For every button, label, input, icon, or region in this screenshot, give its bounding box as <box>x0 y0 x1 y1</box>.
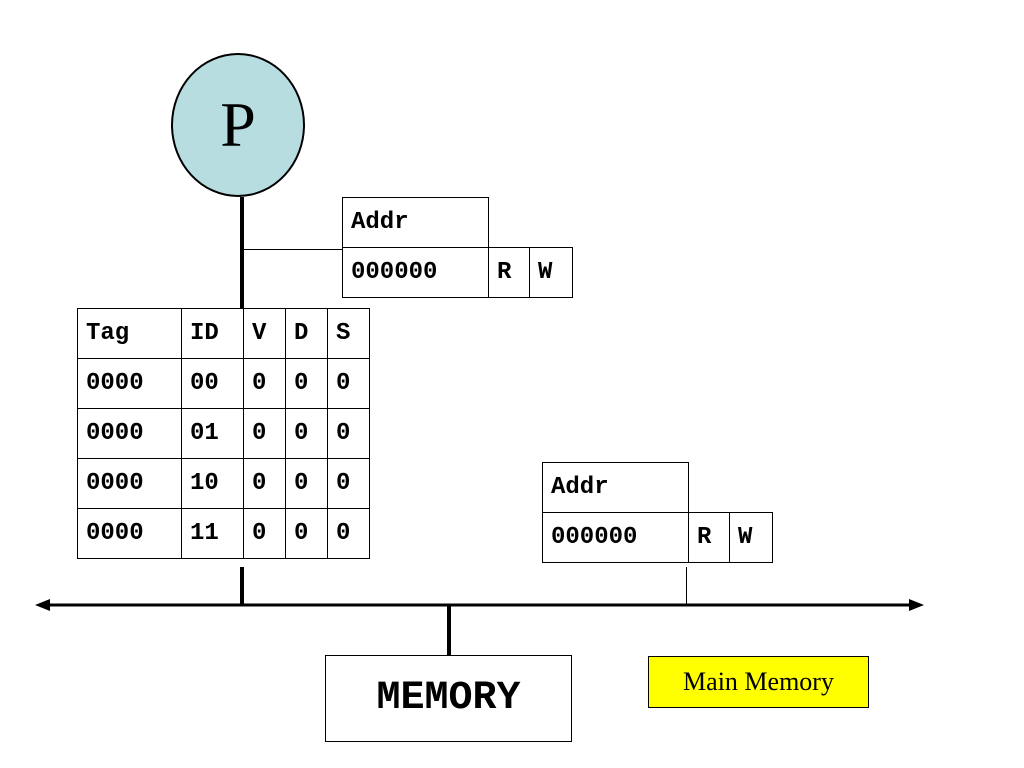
table-row: 0000 01 0 0 0 <box>77 408 370 459</box>
addr-value: 000000 <box>542 512 689 563</box>
tag-cell: 0000 <box>77 408 182 459</box>
shared-cell: 0 <box>327 508 370 559</box>
dirty-cell: 0 <box>285 508 328 559</box>
tag-cell: 0000 <box>77 358 182 409</box>
cache-table: Tag ID V D S 0000 00 0 0 0 0000 01 0 0 0… <box>77 308 370 559</box>
addr-header: Addr <box>542 462 689 513</box>
system-bus <box>35 599 924 611</box>
dirty-cell: 0 <box>285 458 328 509</box>
valid-cell: 0 <box>243 358 286 409</box>
processor-label: P <box>220 89 256 160</box>
tag-header: Tag <box>77 308 182 359</box>
valid-cell: 0 <box>243 508 286 559</box>
dirty-cell: 0 <box>285 408 328 459</box>
shared-header: S <box>327 308 370 359</box>
shared-cell: 0 <box>327 408 370 459</box>
valid-header: V <box>243 308 286 359</box>
write-flag: W <box>529 247 573 298</box>
valid-cell: 0 <box>243 458 286 509</box>
dirty-cell: 0 <box>285 358 328 409</box>
table-row: 0000 00 0 0 0 <box>77 358 370 409</box>
request-table-bus: Addr 000000 R W <box>542 462 773 563</box>
memory-box: MEMORY <box>325 655 572 742</box>
read-flag: R <box>688 512 730 563</box>
tag-cell: 0000 <box>77 458 182 509</box>
tag-cell: 0000 <box>77 508 182 559</box>
table-row: 0000 11 0 0 0 <box>77 508 370 559</box>
memory-connector-line <box>447 606 451 656</box>
request2-bus-connector-line <box>686 567 687 605</box>
shared-cell: 0 <box>327 458 370 509</box>
bus-right-arrow-icon <box>909 599 924 611</box>
cache-header-row: Tag ID V D S <box>77 308 370 359</box>
legend-label: Main Memory <box>683 667 834 696</box>
write-flag: W <box>729 512 773 563</box>
id-cell: 00 <box>181 358 244 409</box>
cache-bus-connector-line <box>240 567 244 605</box>
processor-node: P <box>171 53 305 197</box>
request-connector-line <box>244 249 343 250</box>
dirty-header: D <box>285 308 328 359</box>
id-cell: 10 <box>181 458 244 509</box>
table-row: 0000 10 0 0 0 <box>77 458 370 509</box>
id-cell: 01 <box>181 408 244 459</box>
addr-value: 000000 <box>342 247 489 298</box>
read-flag: R <box>488 247 530 298</box>
id-header: ID <box>181 308 244 359</box>
processor-connector-line <box>240 197 244 308</box>
request-table-top: Addr 000000 R W <box>342 197 573 298</box>
id-cell: 11 <box>181 508 244 559</box>
addr-header: Addr <box>342 197 489 248</box>
bus-left-arrow-icon <box>35 599 50 611</box>
main-memory-legend: Main Memory <box>648 656 869 708</box>
memory-label: MEMORY <box>376 676 521 721</box>
valid-cell: 0 <box>243 408 286 459</box>
shared-cell: 0 <box>327 358 370 409</box>
